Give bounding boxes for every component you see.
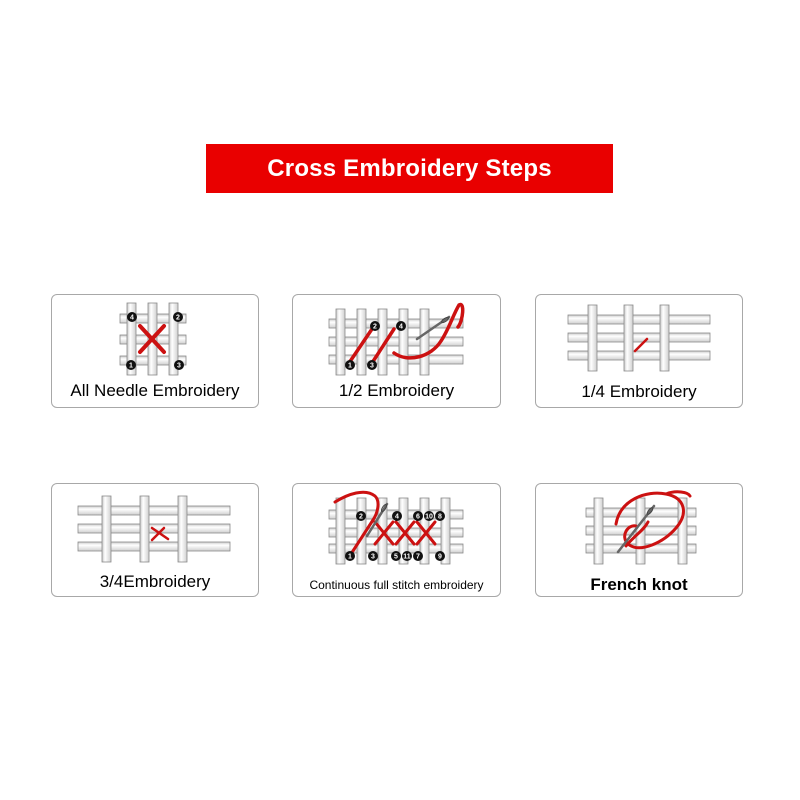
svg-text:7: 7 [416,554,420,561]
needle-icon [616,504,656,554]
svg-text:10: 10 [425,514,433,521]
stitch-number-markers: 2 4 6 10 8 1 3 5 11 7 9 [345,511,445,561]
card-quarter-embroidery: 1/4 Embroidery [535,294,743,408]
french-knot-diagram [585,490,697,565]
card-label: 1/4 Embroidery [581,382,697,401]
stitch-number-markers: 4 2 1 3 [126,312,184,370]
svg-text:5: 5 [394,554,398,561]
svg-text:1: 1 [348,554,352,561]
three-quarter-stitch-diagram [77,495,231,563]
svg-text:6: 6 [416,514,420,521]
svg-text:2: 2 [176,315,180,322]
card-all-needle-embroidery: 4 2 1 3 All Needle Embroidery [51,294,259,408]
svg-text:3: 3 [371,554,375,561]
svg-text:3: 3 [370,363,374,370]
card-label: Continuous full stitch embroidery [309,578,484,592]
title-banner: Cross Embroidery Steps [206,144,613,193]
quarter-stitch-diagram [567,304,711,372]
continuous-stitch-diagram: 2 4 6 10 8 1 3 5 11 7 9 [328,490,464,565]
svg-text:4: 4 [399,324,403,331]
card-label: 3/4Embroidery [99,572,211,591]
needle-icon [415,315,451,341]
card-french-knot: French knot [535,483,743,597]
svg-text:1: 1 [129,363,133,370]
page-title: Cross Embroidery Steps [267,154,552,182]
svg-text:4: 4 [395,514,399,521]
card-label: All Needle Embroidery [70,381,240,400]
svg-text:1: 1 [348,363,352,370]
stitch-number-markers: 2 4 1 3 [345,321,406,370]
card-label: French knot [590,575,688,594]
svg-text:11: 11 [403,554,411,561]
card-label: 1/2 Embroidery [338,381,455,400]
card-three-quarter-embroidery: 3/4Embroidery [51,483,259,597]
svg-text:9: 9 [438,554,442,561]
svg-text:3: 3 [177,363,181,370]
half-stitch-diagram: 2 4 1 3 [328,302,465,376]
svg-text:8: 8 [438,514,442,521]
svg-text:2: 2 [359,514,363,521]
svg-text:4: 4 [130,315,134,322]
card-continuous-full-stitch: 2 4 6 10 8 1 3 5 11 7 9 Continuous full … [292,483,501,597]
svg-text:2: 2 [373,324,377,331]
card-half-embroidery: 2 4 1 3 1/2 Embroidery [292,294,501,408]
needle-icon [365,502,389,538]
all-needle-stitch-diagram: 4 2 1 3 [119,302,187,376]
